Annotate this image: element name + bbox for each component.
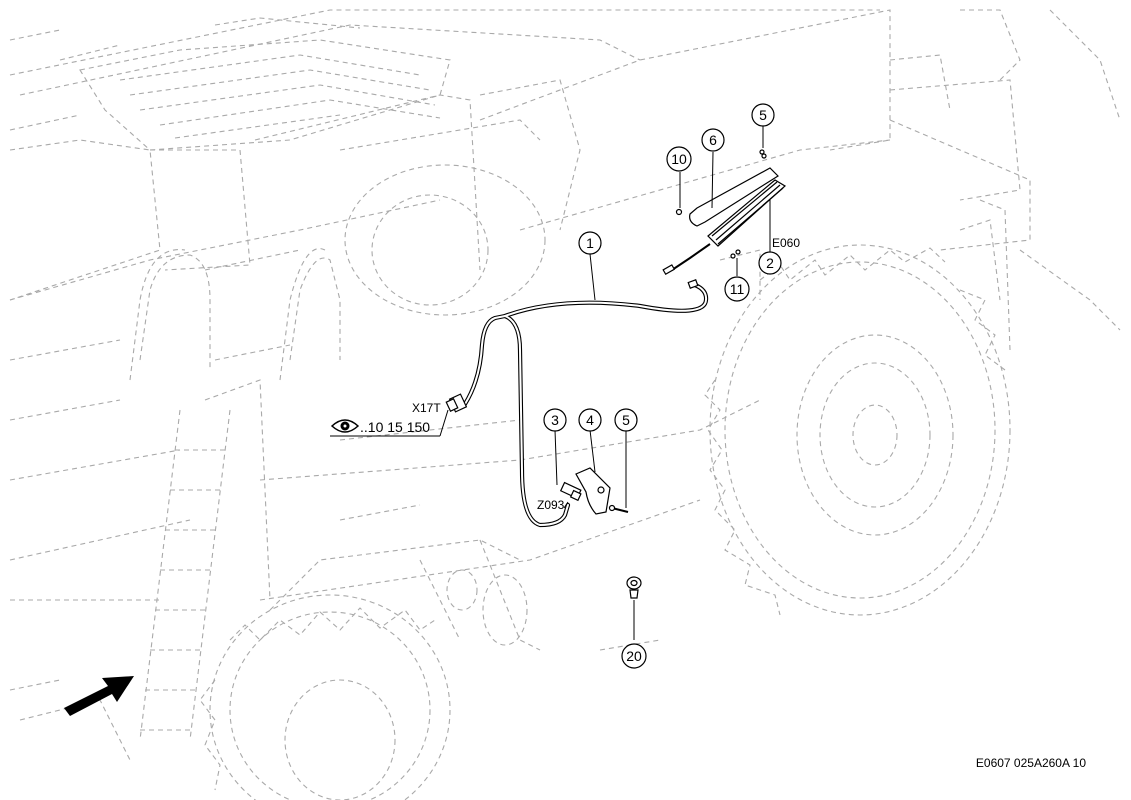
callout-1: 1 <box>578 231 602 255</box>
callout-10: 10 <box>666 146 692 172</box>
svg-text:2: 2 <box>766 255 774 271</box>
svg-text:10: 10 <box>671 151 687 167</box>
svg-text:11: 11 <box>730 281 745 297</box>
eye-icon <box>330 419 360 433</box>
see-reference-text: ..10 15 150 <box>360 419 430 435</box>
svg-text:3: 3 <box>551 412 559 428</box>
connector-x17t <box>445 393 468 413</box>
ring-bolt <box>626 576 642 599</box>
svg-text:4: 4 <box>586 412 594 428</box>
machine-ghost-outline <box>9 9 1121 800</box>
callout-5-lower: 5 <box>614 408 638 432</box>
direction-arrow-icon <box>64 676 134 716</box>
label-x17t: X17T <box>412 401 441 415</box>
figure-code: E0607 025A260A 10 <box>976 756 1086 770</box>
callout-3: 3 <box>543 408 567 432</box>
callout-6: 6 <box>701 128 725 152</box>
svg-text:5: 5 <box>622 412 630 428</box>
callout-20: 20 <box>621 643 647 669</box>
svg-text:1: 1 <box>586 235 594 251</box>
sensor-bracket-assembly <box>559 467 629 515</box>
light-bar-assembly <box>662 149 787 276</box>
label-e060: E060 <box>772 236 800 250</box>
svg-text:6: 6 <box>709 132 717 148</box>
leader-lines <box>330 126 771 640</box>
svg-text:20: 20 <box>626 648 642 664</box>
wiring-harness <box>445 279 709 528</box>
callout-2: 2 <box>758 251 782 275</box>
callout-5-upper: 5 <box>751 103 775 127</box>
callout-11: 11 <box>724 276 750 302</box>
label-z093: Z093 <box>537 498 565 512</box>
callout-4: 4 <box>578 408 602 432</box>
svg-text:5: 5 <box>759 107 767 123</box>
